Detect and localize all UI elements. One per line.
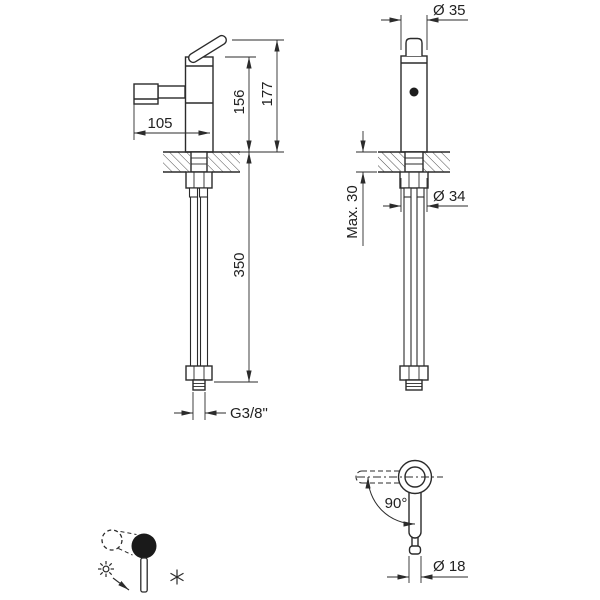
rotation-arrow-icon xyxy=(112,577,130,591)
supply-hoses xyxy=(188,187,209,366)
dim-lever-diameter-label: Ø 18 xyxy=(433,558,466,575)
dim-rotation-angle-label: 90° xyxy=(385,495,408,512)
rotation-arc xyxy=(365,476,416,527)
hose-end-fitting xyxy=(185,365,213,391)
lever-handle-front xyxy=(405,37,423,56)
supply-hoses-front xyxy=(403,187,425,366)
lever-tip xyxy=(408,545,422,555)
handle-stem xyxy=(140,557,148,593)
lever-down xyxy=(408,492,422,539)
dimension-labels: 105 156 177 350 G3/8" Ø 35 Max. 30 Ø 34 … xyxy=(147,2,465,575)
hose-end-fitting-front xyxy=(399,365,429,391)
mounting-shank-front xyxy=(399,151,429,189)
dim-top-diameter-label: Ø 35 xyxy=(433,2,466,19)
dim-body-height-label: 156 xyxy=(231,89,248,114)
aerator-dot xyxy=(409,87,419,97)
dim-total-height-label: 177 xyxy=(259,81,276,106)
faucet-body xyxy=(184,56,214,153)
dim-inlet-thread-label: G3/8" xyxy=(230,405,268,422)
dim-hose-length-label: 350 xyxy=(231,252,248,277)
front-view xyxy=(378,37,450,391)
spout-neck xyxy=(157,85,186,99)
lever-handle xyxy=(188,34,227,64)
countertop-section-front xyxy=(378,151,450,173)
spout-aerator-housing xyxy=(133,83,159,105)
side-view xyxy=(133,34,240,391)
dim-max-deck-label: Max. 30 xyxy=(344,185,361,238)
dim-spout-reach-label: 105 xyxy=(147,115,172,132)
snowflake-icon xyxy=(170,569,184,585)
faucet-body-front xyxy=(400,55,428,153)
ghost-knob xyxy=(101,529,123,551)
dimension-lines xyxy=(133,15,468,583)
countertop-section xyxy=(163,151,240,173)
mounting-shank xyxy=(185,151,213,189)
temperature-mixing-icon xyxy=(98,529,184,593)
knob xyxy=(131,533,157,559)
handle-rotation-detail xyxy=(355,459,443,555)
dim-body-diameter-label: Ø 34 xyxy=(433,188,466,205)
sun-icon xyxy=(98,561,114,577)
